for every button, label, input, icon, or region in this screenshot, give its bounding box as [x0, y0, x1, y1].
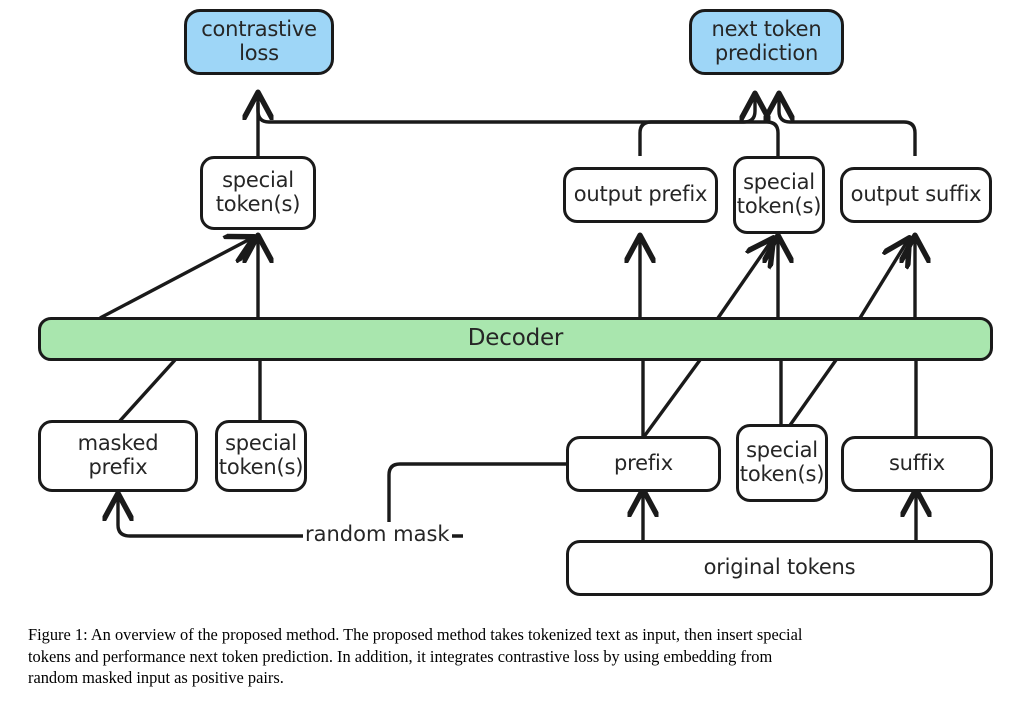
node-output-prefix[interactable]: output prefix — [563, 167, 718, 223]
edge-outputprefix-to-nextoken — [638, 96, 755, 156]
node-next-token-prediction-label: next token prediction — [711, 17, 822, 65]
node-special-tokens-input-mid-label: special token(s) — [739, 438, 825, 486]
label-random-mask: random mask — [303, 522, 452, 546]
node-original-tokens[interactable]: original tokens — [566, 540, 993, 596]
node-masked-prefix-label: masked prefix — [77, 431, 159, 479]
diagram-connectors — [99, 0, 1024, 540]
node-contrastive-loss-label: contrastive loss — [201, 17, 317, 65]
node-suffix[interactable]: suffix — [841, 436, 993, 492]
node-next-token-prediction[interactable]: next token prediction — [689, 9, 844, 75]
edge-randommask-to-maskedprefix — [118, 496, 463, 538]
node-output-suffix[interactable]: output suffix — [840, 167, 992, 223]
node-output-suffix-label: output suffix — [850, 182, 982, 207]
node-suffix-label: suffix — [888, 451, 946, 476]
node-special-tokens-output-left[interactable]: special token(s) — [200, 156, 316, 230]
node-output-prefix-label: output prefix — [573, 182, 708, 207]
node-prefix-label: prefix — [614, 451, 673, 476]
caption-line-1: Figure 1: An overview of the proposed me… — [28, 625, 803, 644]
edge-prefix-to-randommask — [387, 462, 568, 533]
node-contrastive-loss[interactable]: contrastive loss — [184, 9, 334, 75]
edge-prefix-to-decoder-b — [641, 358, 702, 440]
node-special-tokens-output-mid-label: special token(s) — [736, 170, 822, 218]
edge-maskedprefix-to-decoder — [116, 358, 177, 425]
figure-caption: Figure 1: An overview of the proposed me… — [28, 624, 998, 689]
caption-line-3: random masked input as positive pairs. — [28, 668, 284, 688]
edge-decoder-to-outputsuffix-b — [858, 240, 908, 319]
node-special-tokens-output-left-label: special token(s) — [215, 168, 301, 216]
label-random-mask-text: random mask — [305, 522, 450, 546]
edge-decoder-to-specialtokens-mid-b — [716, 240, 772, 319]
node-special-tokens-input-left[interactable]: special token(s) — [215, 420, 307, 492]
node-decoder-label: Decoder — [467, 325, 564, 352]
edge-specialtokens-right-to-contrastive — [256, 103, 780, 156]
node-masked-prefix[interactable]: masked prefix — [38, 420, 198, 492]
node-special-tokens-output-mid[interactable]: special token(s) — [733, 156, 825, 234]
edge-outputsuffix-to-nextoken — [779, 96, 917, 156]
edge-decoder-to-specialtokens-left-b — [99, 238, 252, 320]
caption-line-2: tokens and performance next token predic… — [28, 646, 773, 666]
node-special-tokens-input-left-label: special token(s) — [218, 431, 304, 479]
node-prefix[interactable]: prefix — [566, 436, 721, 492]
figure-diagram: contrastive loss next token prediction s… — [38, 0, 1024, 596]
node-special-tokens-input-mid[interactable]: special token(s) — [736, 424, 828, 502]
node-decoder[interactable]: Decoder — [38, 317, 993, 361]
node-original-tokens-label: original tokens — [703, 555, 856, 580]
